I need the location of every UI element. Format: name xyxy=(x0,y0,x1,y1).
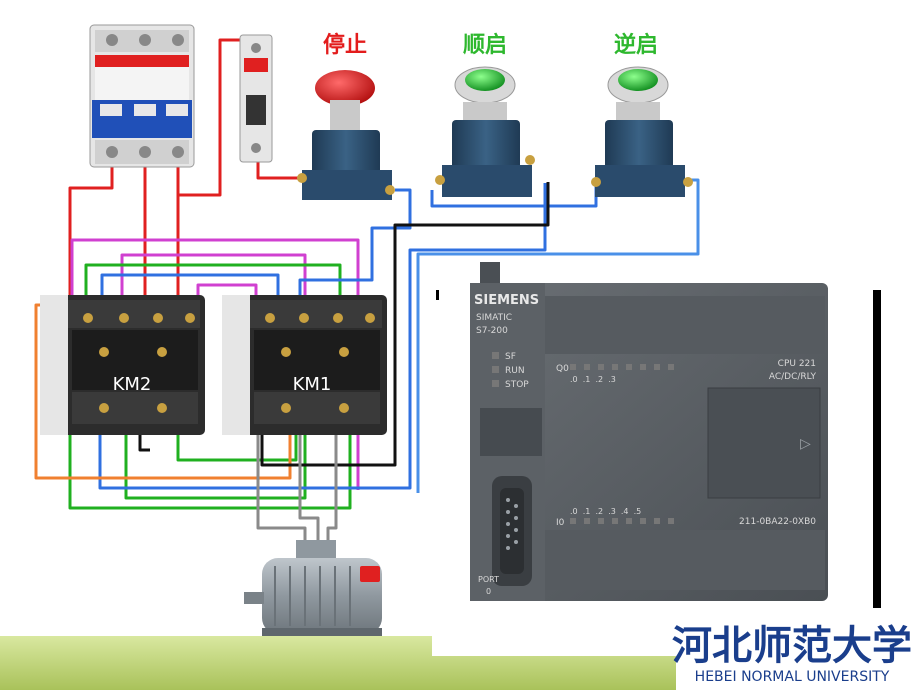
wire-green-4 xyxy=(176,430,298,462)
q0-label: Q0 xyxy=(556,364,569,374)
wire-blue-1 xyxy=(100,273,280,305)
plc-line2: S7-200 xyxy=(476,326,508,336)
i0-pins: .0 .1 .2 .3 .4 .5 xyxy=(570,507,641,516)
wire-grey-3 xyxy=(326,430,338,545)
wire-green-1 xyxy=(84,263,342,305)
contactor-km2: KM2 xyxy=(40,295,205,435)
cover-arrow-icon: ▷ xyxy=(800,436,811,452)
black-border-bar xyxy=(873,290,881,608)
tick-mark xyxy=(436,290,439,300)
forward-start-push-button: 顺启 xyxy=(435,32,535,197)
i0-label: I0 xyxy=(556,518,565,528)
wire-grey-1 xyxy=(256,430,307,545)
stop-button-label: 停止 xyxy=(323,32,367,58)
wire-blue-3 xyxy=(298,188,412,305)
stop-push-button: 停止 xyxy=(297,32,395,200)
port-number: 0 xyxy=(486,587,491,596)
three-phase-motor xyxy=(244,540,382,636)
wire-black-2 xyxy=(260,182,550,467)
wire-red-stop xyxy=(256,162,302,180)
contactor-km1-label: KM1 xyxy=(293,374,332,395)
wire-red-l1 xyxy=(68,165,114,305)
plc-s7-200: SIEMENS SIMATIC S7-200 SF RUN STOP Q0 .0… xyxy=(432,262,881,656)
reverse-start-push-button: 逆启 xyxy=(591,32,693,197)
plc-status-leds: SF RUN STOP xyxy=(492,352,529,390)
circuit-breaker-3p xyxy=(89,24,195,168)
plc-brand: SIEMENS xyxy=(474,293,539,308)
circuit-breaker-1p xyxy=(239,34,273,163)
plc-order-no: 211-0BA22-0XB0 xyxy=(739,517,816,527)
port-label: PORT xyxy=(478,575,499,584)
wire-red-control xyxy=(178,38,255,197)
led-sf: SF xyxy=(505,352,516,362)
reverse-button-label: 逆启 xyxy=(614,32,658,58)
plc-supply: AC/DC/RLY xyxy=(769,372,817,382)
db9-port xyxy=(492,476,532,586)
wire-black-1 xyxy=(138,430,150,452)
logo-name-en: HEBEI NORMAL UNIVERSITY xyxy=(695,669,890,685)
i0-leds xyxy=(570,518,674,524)
wire-grey-2 xyxy=(298,430,320,545)
contactor-km1: KM1 xyxy=(222,295,387,435)
q0-leds xyxy=(570,364,674,370)
university-logo: 河北师范大学 HEBEI NORMAL UNIVERSITY xyxy=(672,612,920,690)
plc-model: CPU 221 xyxy=(778,359,816,369)
plc-line1: SIMATIC xyxy=(476,313,512,323)
wire-green-2 xyxy=(68,430,352,510)
forward-button-label: 顺启 xyxy=(463,32,507,58)
logo-name-cn: 河北师范大学 xyxy=(672,623,912,669)
wire-blue-4 xyxy=(416,178,700,493)
contactor-km2-label: KM2 xyxy=(113,374,152,395)
wire-magenta-1 xyxy=(70,238,360,305)
q0-pins: .0 .1 .2 .3 xyxy=(570,375,616,384)
led-stop: STOP xyxy=(505,380,529,390)
led-run: RUN xyxy=(505,366,525,376)
